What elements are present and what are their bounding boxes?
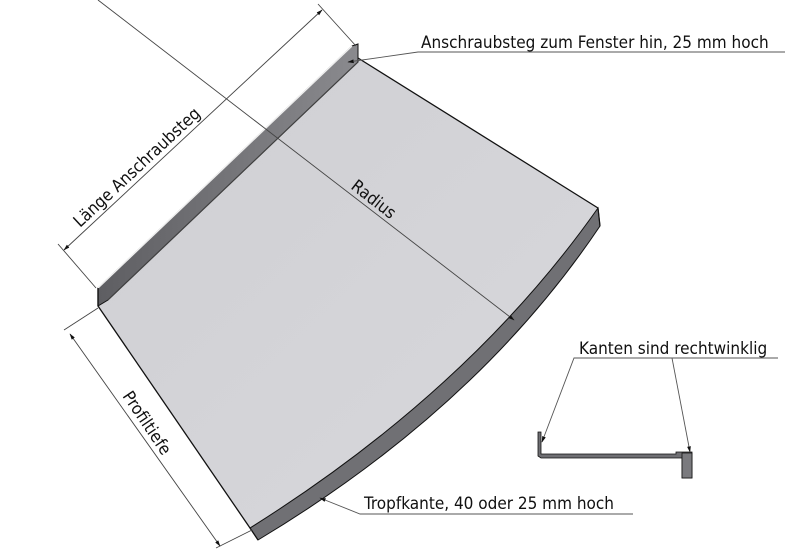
plate-top-surface <box>98 58 598 528</box>
section-profile <box>537 431 693 479</box>
profile-cross-section: Kanten sind rechtwinklig <box>537 339 778 479</box>
callout-drip-edge: Tropfkante, 40 oder 25 mm hoch <box>319 494 633 515</box>
callout-mounting-flange: Anschraubsteg zum Fenster hin, 25 mm hoc… <box>347 33 785 64</box>
label-mounting-flange: Anschraubsteg zum Fenster hin, 25 mm hoc… <box>421 33 769 53</box>
label-edges-note: Kanten sind rechtwinklig <box>579 339 767 359</box>
sill-plate <box>97 57 601 541</box>
label-drip-edge: Tropfkante, 40 oder 25 mm hoch <box>363 494 614 514</box>
